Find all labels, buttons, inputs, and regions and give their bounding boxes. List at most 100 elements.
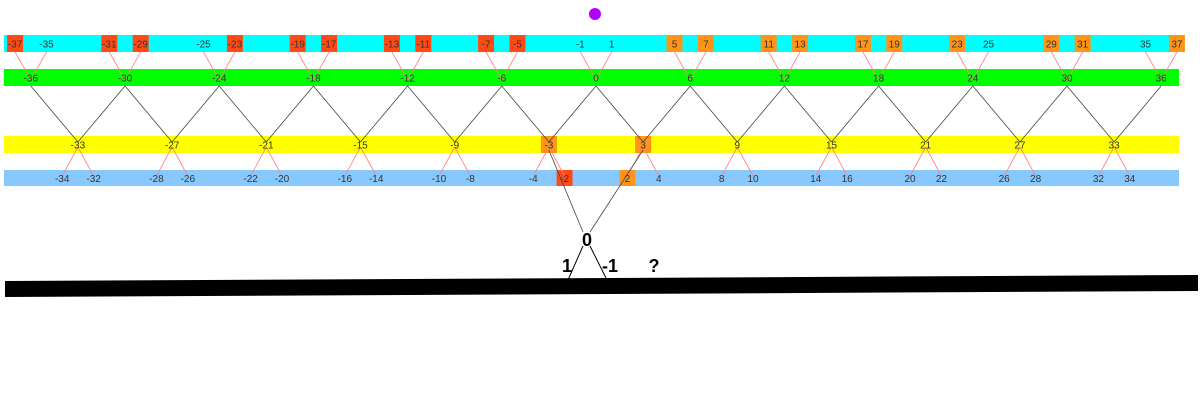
link-line [721, 146, 738, 177]
number-label: -24 [212, 74, 227, 85]
line-3-to-0 [589, 149, 644, 233]
number-label: 12 [779, 74, 791, 85]
number-label: 10 [747, 174, 759, 185]
number-label: 9 [735, 141, 741, 152]
number-label: -35 [39, 40, 54, 51]
highlight-box [226, 35, 243, 52]
number-label: -33 [71, 141, 86, 152]
highlight-box [886, 35, 903, 52]
number-label: -25 [196, 40, 211, 51]
number-label: -10 [432, 174, 447, 185]
link-line [218, 85, 267, 143]
number-label: -27 [165, 141, 180, 152]
link-line [313, 51, 330, 81]
number-label: -32 [86, 174, 101, 185]
number-label: 26 [999, 174, 1011, 185]
link-line [108, 51, 126, 81]
link-line [925, 85, 974, 143]
link-line [344, 146, 361, 177]
highlight-box [509, 35, 526, 52]
link-line [124, 51, 142, 81]
link-line [595, 85, 644, 143]
number-label: -34 [55, 174, 70, 185]
number-label: 3 [640, 141, 646, 152]
link-line [297, 51, 314, 81]
number-label: 33 [1109, 141, 1121, 152]
number-label: 18 [873, 74, 885, 85]
link-line [360, 146, 377, 177]
number-label: -36 [24, 74, 39, 85]
link-line [1066, 85, 1115, 143]
link-line [1003, 146, 1021, 177]
link-line [689, 51, 707, 81]
number-label: 16 [842, 174, 854, 185]
purple-dot [589, 8, 601, 20]
number-label: 1 [609, 40, 615, 51]
number-label: -14 [369, 174, 384, 185]
number-label: 30 [1061, 74, 1073, 85]
number-label: -37 [8, 40, 23, 51]
number-label: 32 [1093, 174, 1105, 185]
link-line [265, 146, 283, 177]
question-mark-label: ? [649, 256, 660, 276]
highlight-box [556, 170, 573, 186]
link-line [30, 85, 79, 143]
highlight-box [1168, 35, 1185, 52]
number-label: 7 [703, 40, 709, 51]
black-ground-bar [5, 275, 1198, 297]
link-line [30, 51, 47, 81]
number-label: 21 [920, 141, 932, 152]
link-line [595, 51, 613, 81]
number-label: -6 [497, 74, 506, 85]
odd-row-bar [4, 35, 1179, 52]
highlight-box [101, 35, 118, 52]
highlight-box [619, 170, 636, 186]
highlight-box [132, 35, 149, 52]
number-label: -19 [290, 40, 305, 51]
link-line [360, 85, 408, 143]
link-line [831, 85, 879, 143]
link-line [1113, 146, 1131, 177]
number-label: 31 [1077, 40, 1089, 51]
number-label: 15 [826, 141, 838, 152]
number-label: 14 [810, 174, 822, 185]
link-line [548, 85, 597, 143]
link-line [1160, 51, 1178, 81]
even-row-bar [4, 170, 1179, 186]
number-label: -20 [275, 174, 290, 185]
link-line [407, 85, 456, 143]
root-zero-label: 0 [582, 230, 592, 250]
link-line [736, 85, 785, 143]
link-line [313, 85, 361, 143]
link-line [674, 51, 691, 81]
link-line [156, 146, 173, 177]
link-line [784, 51, 801, 81]
link-line [642, 85, 691, 143]
link-line [77, 85, 126, 143]
number-label: -29 [133, 40, 148, 51]
number-label: -18 [306, 74, 321, 85]
number-label: 22 [936, 174, 948, 185]
number-label: 13 [795, 40, 807, 51]
highlight-box [635, 136, 652, 153]
highlight-box [383, 35, 400, 52]
link-line [784, 85, 832, 143]
link-line [438, 146, 456, 177]
number-label: 37 [1171, 40, 1183, 51]
number-label: -4 [529, 174, 538, 185]
line-minus-3-to-0 [548, 149, 584, 233]
number-label: 5 [672, 40, 678, 51]
link-line [1019, 146, 1036, 177]
number-label: -2 [560, 174, 569, 185]
number-label: 23 [952, 40, 964, 51]
number-label: -13 [385, 40, 400, 51]
number-label: -16 [338, 174, 353, 185]
number-label: 4 [656, 174, 662, 185]
link-line [736, 146, 754, 177]
number-label: 8 [719, 174, 725, 185]
link-line [501, 51, 518, 81]
number-label: -17 [322, 40, 337, 51]
minus-one-label: -1 [602, 256, 618, 276]
link-line [14, 51, 32, 81]
highlight-box [289, 35, 306, 52]
